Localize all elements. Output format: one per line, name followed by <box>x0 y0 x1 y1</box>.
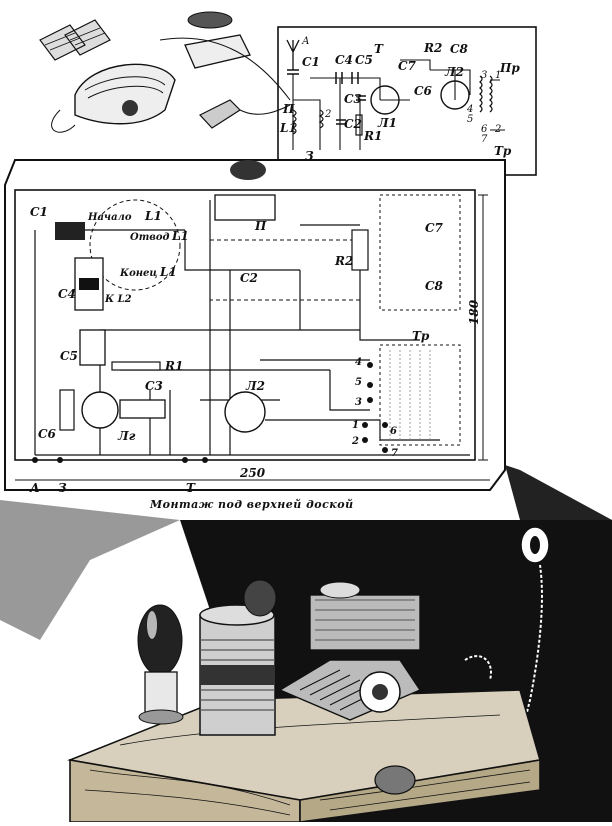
wooden-base-side <box>299 759 541 823</box>
parts-illustrations <box>39 11 291 133</box>
label-tube2: Л2 <box>444 65 464 79</box>
dimension-height-line <box>478 194 488 461</box>
wiring-label-kl2: К L2 <box>104 294 132 305</box>
wiring-label-l1a: L1 <box>144 209 162 223</box>
wiring-label-l1c: L1 <box>159 265 177 279</box>
wiring-label-c6: C6 <box>38 427 57 441</box>
label-r1: R1 <box>363 129 382 143</box>
capacitor-symbols <box>335 72 366 125</box>
wiring-label-bottom-z: З <box>58 481 67 495</box>
tube-bulb-2 <box>243 579 277 617</box>
label-out7: 7 <box>481 134 488 145</box>
wiring-board: C1 Начало L1 Отвод L1 Конец L1 C4 К L2 C… <box>4 159 506 512</box>
r1-component <box>111 361 161 371</box>
wiring-label-konec: Конец <box>119 268 157 279</box>
schematic-wires <box>292 59 505 150</box>
wiring-label-t3: 3 <box>355 397 362 408</box>
tube-socket-lg <box>81 391 119 429</box>
wiring-label-c8: C8 <box>425 279 444 293</box>
caption-plate <box>140 494 380 512</box>
volume-knob <box>374 765 416 795</box>
label-c7: C7 <box>398 59 417 73</box>
c5-component <box>79 329 106 366</box>
wiring-label-l1b: L1 <box>171 229 189 243</box>
wiring-label-l2: Л2 <box>245 379 265 393</box>
label-out1: 1 <box>495 70 501 81</box>
tube-l1-symbol <box>370 85 400 115</box>
label-out2: 2 <box>494 124 501 135</box>
wiring-label-p: П <box>254 219 267 233</box>
label-plug: Пр <box>499 61 520 75</box>
label-tap2: 2 <box>324 109 331 120</box>
wiring-label-tr: Тр <box>412 329 430 343</box>
label-switch: П <box>282 102 295 116</box>
wiring-label-lg: Лг <box>117 429 136 443</box>
wiring-label-bottom-t: Т <box>186 481 196 495</box>
c1-component <box>55 222 85 240</box>
tube-l2-symbol <box>440 80 470 110</box>
label-r2: R2 <box>423 41 442 55</box>
label-out4: 4 <box>466 104 473 115</box>
label-out5: 5 <box>467 114 473 125</box>
l1-coil <box>291 109 297 135</box>
dimension-height: 180 <box>467 299 481 325</box>
wiring-label-t7: 7 <box>391 448 398 459</box>
wiring-label-otvod: Отвод <box>130 232 170 243</box>
antenna-symbol <box>286 39 300 70</box>
label-c8: C8 <box>450 42 469 56</box>
label-c4: C4 <box>335 53 353 67</box>
wiring-label-c4: C4 <box>58 287 76 301</box>
label-antenna: А <box>301 36 310 47</box>
wiring-label-t4: 4 <box>355 357 362 368</box>
wiring-label-t1: 1 <box>352 420 359 431</box>
dimension-width: 250 <box>239 466 266 480</box>
label-c2: C2 <box>344 117 362 131</box>
tuning-knob <box>230 160 266 180</box>
c3-component <box>119 399 166 419</box>
tube-bulb-1 <box>137 604 183 676</box>
label-c3: C3 <box>344 92 362 106</box>
wiring-label-c3: C3 <box>145 379 163 393</box>
c6-component <box>59 389 75 431</box>
wiring-label-c2: C2 <box>240 271 258 285</box>
wiring-label-nachalo: Начало <box>87 212 132 223</box>
label-battery-top: Т <box>374 42 384 56</box>
label-c1: C1 <box>302 55 320 69</box>
label-out3: 3 <box>481 70 487 81</box>
label-ground: З <box>305 149 314 163</box>
schematic-panel: А C1 L1 2 П C4 C5 C3 C2 R1 Л1 Л2 Т C7 R2… <box>277 26 537 176</box>
wiring-label-t6: 6 <box>390 426 397 437</box>
assembled-receiver-illustration <box>0 465 612 823</box>
r2-component <box>351 229 369 271</box>
label-l1: L1 <box>279 121 297 135</box>
wiring-label-c1: C1 <box>30 205 48 219</box>
label-out6: 6 <box>481 124 488 135</box>
l2-coil <box>318 109 324 129</box>
wiring-label-t5: 5 <box>355 377 362 388</box>
wiring-label-c7: C7 <box>425 221 444 235</box>
r1-symbol <box>355 114 363 136</box>
tube-socket-l2 <box>224 391 266 433</box>
wiring-label-c5: C5 <box>60 349 78 363</box>
c7-c8-outline <box>379 194 461 311</box>
caption: Монтаж под верхней доской <box>149 498 354 511</box>
switch-p <box>214 194 276 221</box>
label-tube1: Л1 <box>377 116 397 130</box>
wiring-label-bottom-a: А <box>29 481 40 495</box>
wiring-label-r2: R2 <box>334 254 353 268</box>
l1-coil-outline <box>89 199 181 291</box>
label-c6: C6 <box>414 84 433 98</box>
transformer-symbol <box>479 75 493 113</box>
wiring-label-r1: R1 <box>164 359 183 373</box>
label-transformer: Тр <box>494 144 512 158</box>
output-transformer <box>309 594 421 651</box>
label-c5: C5 <box>355 53 373 67</box>
wiring-label-t2: 2 <box>351 436 359 447</box>
